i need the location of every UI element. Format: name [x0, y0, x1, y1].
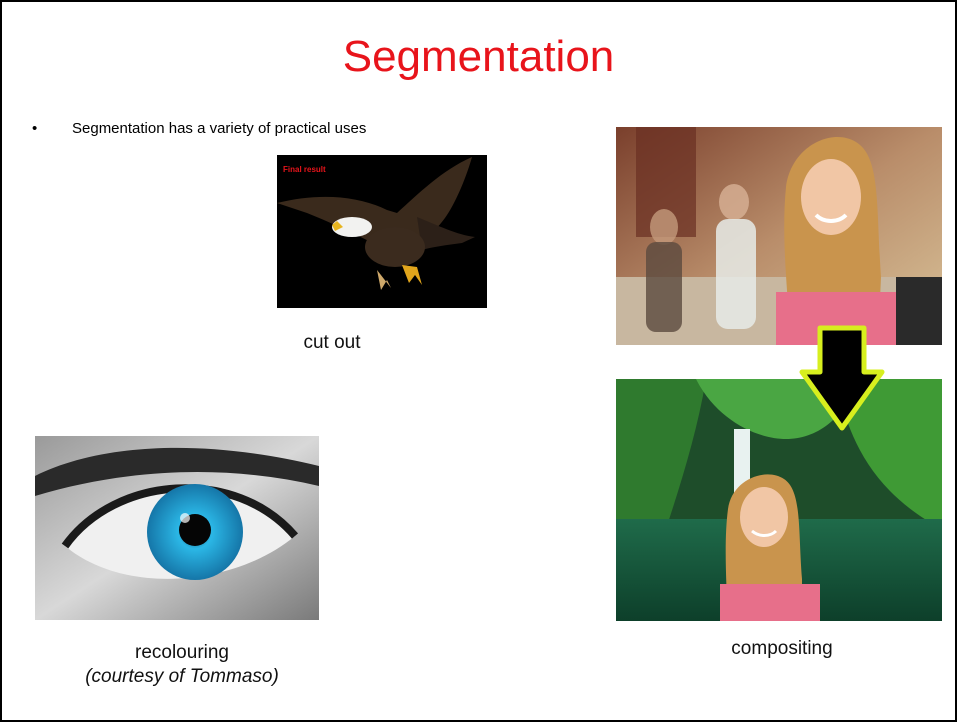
down-arrow-icon [798, 324, 886, 432]
bullet-marker: • [32, 120, 38, 137]
original-photo [616, 127, 942, 345]
slide-title: Segmentation [342, 32, 615, 81]
caption-compositing: compositing [731, 638, 833, 659]
eye-recolour-image [35, 436, 319, 620]
eagle-overlay-label: Final result [283, 165, 326, 174]
composite-photo [616, 379, 942, 621]
caption-courtesy: (courtesy of Tommaso) [85, 666, 279, 687]
bullet-text: Segmentation has a variety of practical … [72, 120, 367, 137]
caption-recolouring: recolouring [135, 642, 229, 663]
eagle-cutout-image: Final result [277, 155, 487, 308]
bullet-item: • Segmentation has a variety of practical… [32, 120, 366, 137]
caption-cutout: cut out [303, 332, 361, 353]
